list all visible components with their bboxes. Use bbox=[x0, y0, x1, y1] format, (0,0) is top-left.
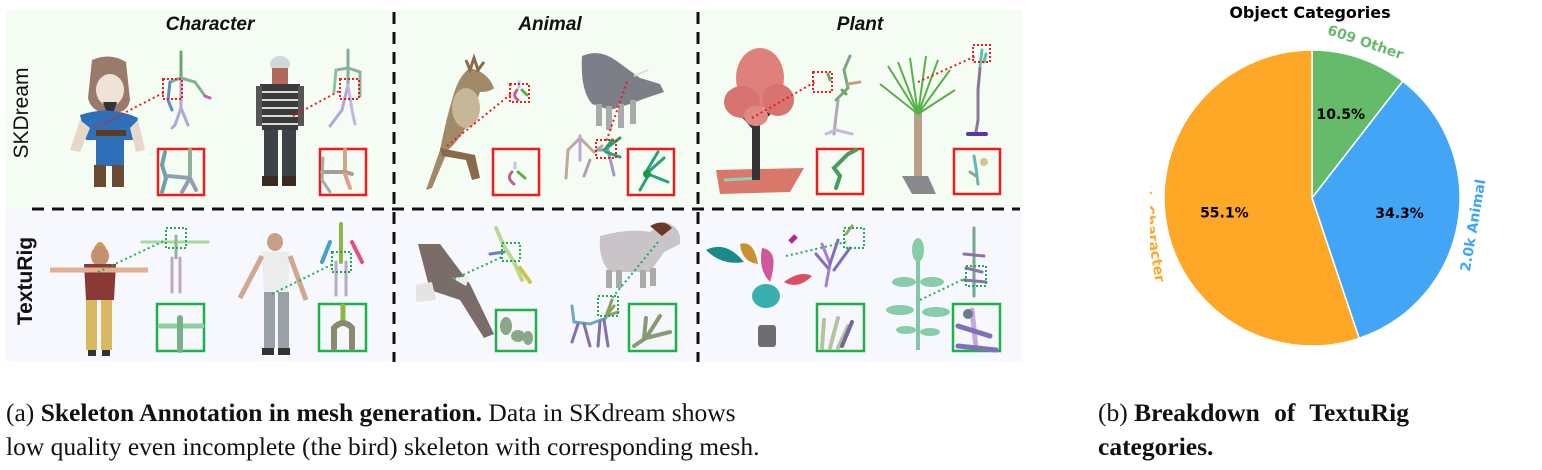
caption-b-line2: categories. bbox=[1098, 430, 1538, 464]
category-label-animal: 2.0k Animal bbox=[1458, 178, 1489, 273]
pct-label-character: 55.1% bbox=[1200, 205, 1249, 221]
figure-a-skeleton-annotation: SKDream TextuRig Character Animal Plant bbox=[5, 10, 1022, 461]
caption-b-title: Breakdown of TextuRig bbox=[1134, 398, 1409, 427]
skeleton-palm bbox=[966, 48, 988, 136]
young-man-mesh bbox=[237, 233, 309, 355]
skeleton-herb bbox=[962, 226, 988, 298]
pie-slice-other bbox=[1311, 49, 1404, 201]
cell-skdream-character bbox=[70, 48, 368, 197]
pct-label-other: 10.5% bbox=[1317, 107, 1366, 123]
caption-a-title: Skeleton Annotation in mesh generation. bbox=[40, 398, 483, 427]
cell-texturig-character bbox=[50, 222, 368, 356]
potted-palm-mesh bbox=[879, 55, 956, 194]
caption-b-line1: (b) Breakdown of TextuRig bbox=[1098, 396, 1538, 430]
eagle-mesh bbox=[416, 244, 494, 338]
caption-a-label: (a) bbox=[6, 398, 41, 427]
cell-texturig-plant bbox=[706, 224, 1002, 353]
skeleton-tree bbox=[824, 54, 862, 136]
caption-a: (a) Skeleton Annotation in mesh generati… bbox=[6, 396, 1006, 464]
caption-a-text1: Data in SKdream shows bbox=[482, 398, 736, 427]
bearded-man-mesh bbox=[256, 56, 304, 186]
caption-b-label: (b) bbox=[1098, 398, 1135, 427]
caption-b: (b) Breakdown of TextuRig categories. bbox=[1098, 396, 1538, 464]
skeleton-dog bbox=[570, 298, 620, 348]
pie-slice-animal bbox=[1311, 80, 1461, 340]
bull-mesh bbox=[581, 53, 664, 130]
caption-a-line1: (a) Skeleton Annotation in mesh generati… bbox=[6, 396, 1006, 430]
column-title-plant: Plant bbox=[836, 14, 884, 35]
pct-label-animal: 34.3% bbox=[1375, 206, 1424, 222]
colorful-plant-mesh bbox=[706, 234, 812, 347]
hooded-character-mesh bbox=[70, 56, 145, 187]
green-herb-mesh bbox=[886, 238, 950, 350]
old-man-mesh bbox=[50, 242, 148, 356]
caption-a-line2: low quality even incomplete (the bird) s… bbox=[6, 432, 760, 461]
grid-dividers bbox=[32, 12, 1020, 362]
cell-texturig-animal bbox=[416, 222, 681, 353]
column-title-character: Character bbox=[165, 14, 255, 35]
column-title-animal: Animal bbox=[518, 14, 582, 35]
skeleton-4 bbox=[320, 222, 364, 297]
red-tree-mesh bbox=[716, 48, 804, 194]
dog-mesh bbox=[599, 222, 681, 288]
skeleton-eagle bbox=[488, 226, 532, 284]
cell-skdream-plant bbox=[716, 44, 1002, 196]
chart-title: Object Categories bbox=[1229, 3, 1391, 22]
bird-mesh bbox=[426, 53, 494, 190]
cell-skdream-animal bbox=[426, 53, 676, 197]
caption-b-title-cont: categories. bbox=[1098, 432, 1214, 461]
skeleton-colorful-plant bbox=[814, 224, 854, 288]
pie-slice-character bbox=[1163, 49, 1361, 347]
